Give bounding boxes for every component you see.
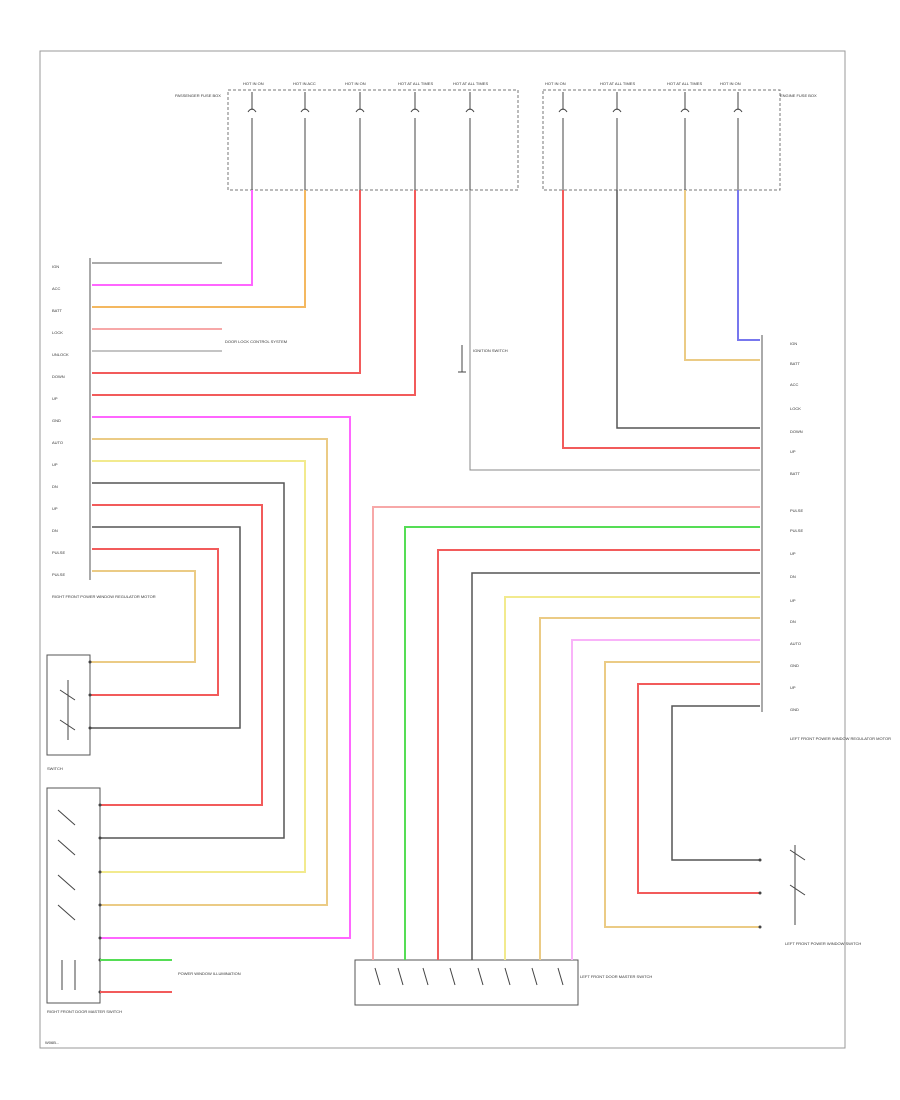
wire-tan-3 (90, 570, 196, 663)
left-window-switch (46, 654, 92, 756)
ignition-switch: IGNITION SWITCH (458, 345, 508, 373)
left-pin-12: DN (52, 528, 58, 533)
right-switch-label: LEFT FRONT POWER WINDOW SWITCH (785, 941, 861, 946)
left-pin-2: BATT (52, 308, 62, 313)
engine-fuse-box: ENGINE FUSE BOX HOT IN ON HOT AT ALL TIM… (542, 81, 817, 191)
right-pin-9: UP (790, 551, 796, 556)
wire-lightpink-1 (571, 639, 760, 960)
left-pin-6: UP (52, 396, 58, 401)
wire-black-4 (471, 572, 760, 960)
left-pin-7: GND (52, 418, 61, 423)
bottom-switch-label: LEFT FRONT DOOR MASTER SWITCH (580, 974, 652, 979)
right-module-label: LEFT FRONT POWER WINDOW REGULATOR MOTOR (790, 736, 891, 741)
right-pin-3: LOCK (790, 406, 801, 411)
fuse-header-5: HOT AT ALL TIMES (453, 81, 488, 86)
door-lock-label: DOOR LOCK CONTROL SYSTEM (225, 339, 287, 344)
wire-red-2 (92, 190, 416, 396)
right-pin-5: UP (790, 449, 796, 454)
wire-tan-4 (539, 617, 760, 960)
wires-left-lower (90, 416, 351, 939)
wire-tan-5 (604, 661, 760, 928)
fuse-header-8: HOT AT ALL TIMES (667, 81, 702, 86)
wire-lightred-2 (372, 506, 760, 960)
right-pin-14: GND (790, 663, 799, 668)
wire-pink-ign (92, 190, 253, 286)
wires-center (372, 506, 760, 960)
wire-green-2 (404, 526, 760, 960)
right-pin-11: UP (790, 598, 796, 603)
wire-red-3 (562, 190, 760, 449)
left-switch-top-label: SWITCH (47, 766, 63, 771)
engine-fuse-box-label: ENGINE FUSE BOX (780, 93, 817, 98)
left-switch-bottom-label: RIGHT FRONT DOOR MASTER SWITCH (47, 1009, 122, 1014)
right-module: IGN BATT ACC LOCK DOWN UP BATT PULSE PUL… (761, 335, 803, 712)
wire-red-7 (637, 683, 760, 894)
wires-top-right (562, 190, 760, 449)
left-pin-4: UNLOCK (52, 352, 69, 357)
wires-top-left (92, 190, 760, 471)
left-master-switch (46, 787, 102, 1004)
fuse-header-4: HOT AT ALL TIMES (398, 81, 433, 86)
wire-tan-2 (92, 438, 328, 906)
right-pin-4: DOWN (790, 429, 803, 434)
wire-yellow-2 (504, 596, 760, 960)
left-pin-3: LOCK (52, 330, 63, 335)
footer-code: W06B... (45, 1040, 59, 1045)
passenger-fuse-box-label: PASSENGER FUSE BOX (175, 93, 221, 98)
wire-orange-acc (92, 190, 306, 308)
right-pin-15: UP (790, 685, 796, 690)
left-pin-1: ACC (52, 286, 61, 291)
diagram-frame (39, 50, 846, 1049)
wire-red-5 (90, 548, 219, 696)
wire-yellow-1 (92, 460, 306, 873)
right-pin-10: DN (790, 574, 796, 579)
left-pin-9: UP (52, 462, 58, 467)
wire-gray-1 (469, 190, 760, 471)
wire-black-2 (92, 482, 285, 839)
ignition-switch-label: IGNITION SWITCH (473, 348, 508, 353)
right-pin-1: BATT (790, 361, 800, 366)
right-pin-6: BATT (790, 471, 800, 476)
wire-red-6 (437, 549, 760, 960)
fuse-header-7: HOT AT ALL TIMES (600, 81, 635, 86)
left-pin-13: PULSE (52, 550, 65, 555)
wire-blue-1 (737, 190, 760, 341)
wire-black-3 (90, 526, 241, 729)
fuse-header-2: HOT IN ACC (293, 81, 316, 86)
bottom-master-switch (354, 959, 579, 1006)
right-window-switch (758, 845, 806, 929)
right-pin-0: IGN (790, 341, 797, 346)
right-pin-16: GND (790, 707, 799, 712)
wire-red-4 (92, 504, 263, 806)
right-pin-8: PULSE (790, 528, 803, 533)
fuse-header-3: HOT IN ON (345, 81, 366, 86)
left-pin-14: PULSE (52, 572, 65, 577)
passenger-fuse-box: PASSENGER FUSE BOX HOT IN ON HOT IN ACC … (175, 81, 519, 191)
illumination-label: POWER WINDOW ILLUMINATION (178, 971, 241, 976)
left-pin-11: UP (52, 506, 58, 511)
wire-black-1 (616, 190, 760, 429)
wire-pink-2 (92, 416, 351, 939)
left-pin-0: IGN (52, 264, 59, 269)
left-module: IGN ACC BATT LOCK UNLOCK DOWN UP GND AUT… (52, 258, 156, 599)
fuse-header-9: HOT IN ON (720, 81, 741, 86)
left-pin-8: AUTO (52, 440, 63, 445)
right-pin-7: PULSE (790, 508, 803, 513)
right-pin-12: DN (790, 619, 796, 624)
right-pin-2: ACC (790, 382, 799, 387)
wires-right-lower (604, 661, 760, 928)
left-module-label: RIGHT FRONT POWER WINDOW REGULATOR MOTOR (52, 594, 156, 599)
fuse-header-1: HOT IN ON (243, 81, 264, 86)
left-pin-10: DN (52, 484, 58, 489)
fuse-header-6: HOT IN ON (545, 81, 566, 86)
wire-red-1 (92, 190, 361, 374)
right-pin-13: AUTO (790, 641, 801, 646)
wire-black-5 (671, 705, 760, 861)
left-pin-5: DOWN (52, 374, 65, 379)
wire-tan-1 (684, 190, 760, 361)
